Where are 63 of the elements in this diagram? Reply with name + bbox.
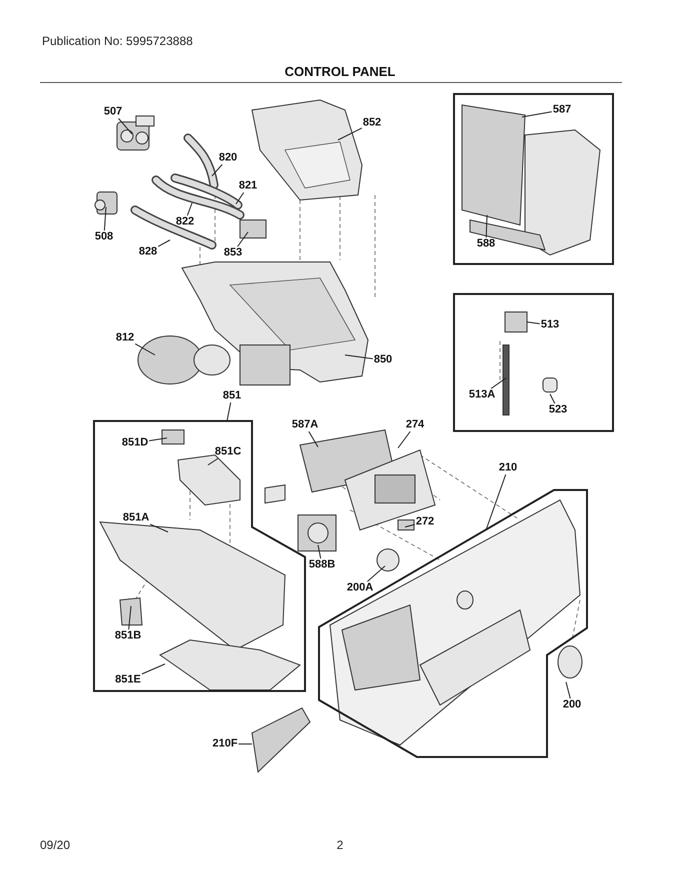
- leader-line: [308, 431, 318, 448]
- callout-number: 523: [548, 404, 568, 416]
- leader-line: [486, 214, 488, 238]
- callout-number: 851D: [122, 438, 148, 448]
- callout-number: 513A: [468, 390, 496, 400]
- leader-line: [550, 394, 556, 404]
- callout-number: 272: [416, 516, 434, 528]
- callout-number: 588B: [308, 560, 336, 570]
- leader-line: [158, 240, 170, 247]
- leader-line: [344, 354, 374, 360]
- callout-number: 821: [238, 180, 258, 192]
- leader-line: [236, 192, 244, 204]
- callout-number: 851C: [214, 446, 242, 458]
- leader-line: [186, 202, 192, 216]
- leader-line: [148, 438, 168, 442]
- callout-number: 210F: [212, 738, 238, 750]
- callout-number: 200: [562, 700, 582, 710]
- leader-line: [237, 232, 248, 247]
- leader-line: [226, 402, 232, 422]
- callout-number: 588: [476, 238, 496, 250]
- footer-text: 2: [336, 838, 344, 852]
- panel-frame: [453, 293, 614, 432]
- callout-number: 851E: [115, 674, 141, 686]
- publication-number: Publication No: 5995723888: [42, 34, 193, 48]
- leader-line: [366, 566, 386, 582]
- callout-number: 508: [94, 232, 114, 242]
- page-title: CONTROL PANEL: [284, 64, 396, 79]
- leader-line: [566, 682, 571, 699]
- callout-number: 828: [138, 246, 158, 258]
- leader-line: [128, 606, 132, 630]
- leader-line: [208, 458, 218, 466]
- footer-text: 09/20: [40, 838, 70, 852]
- callout-number: 812: [116, 332, 134, 344]
- callout-number: 274: [406, 420, 424, 430]
- leader-line: [141, 664, 166, 674]
- leader-line: [338, 128, 362, 140]
- callout-number: 851A: [122, 512, 150, 524]
- callout-number: 587: [552, 104, 572, 116]
- callout-number: 820: [218, 152, 238, 164]
- leader-line: [118, 118, 132, 134]
- callout-number: 210: [498, 462, 518, 474]
- leader-line: [522, 111, 552, 118]
- callout-number: 853: [224, 248, 242, 258]
- callout-number: 587A: [292, 420, 318, 430]
- callout-number: 850: [374, 354, 392, 366]
- leader-line: [104, 206, 106, 231]
- leader-line: [526, 322, 540, 324]
- leader-line: [150, 524, 168, 532]
- callout-number: 851B: [114, 630, 142, 642]
- leader-line: [318, 544, 322, 559]
- panel-frame: [453, 93, 614, 265]
- leader-line: [212, 164, 223, 176]
- leader-line: [486, 474, 506, 530]
- leader-line: [134, 343, 156, 356]
- leader-line: [398, 431, 411, 448]
- callout-number: 822: [176, 216, 194, 228]
- leader-line: [404, 524, 416, 528]
- leader-line: [490, 378, 506, 389]
- callout-number: 852: [362, 118, 382, 128]
- callout-number: 507: [104, 106, 122, 118]
- callout-number: 200A: [346, 582, 374, 594]
- callout-number: 513: [540, 320, 560, 330]
- callout-number: 851: [222, 390, 242, 402]
